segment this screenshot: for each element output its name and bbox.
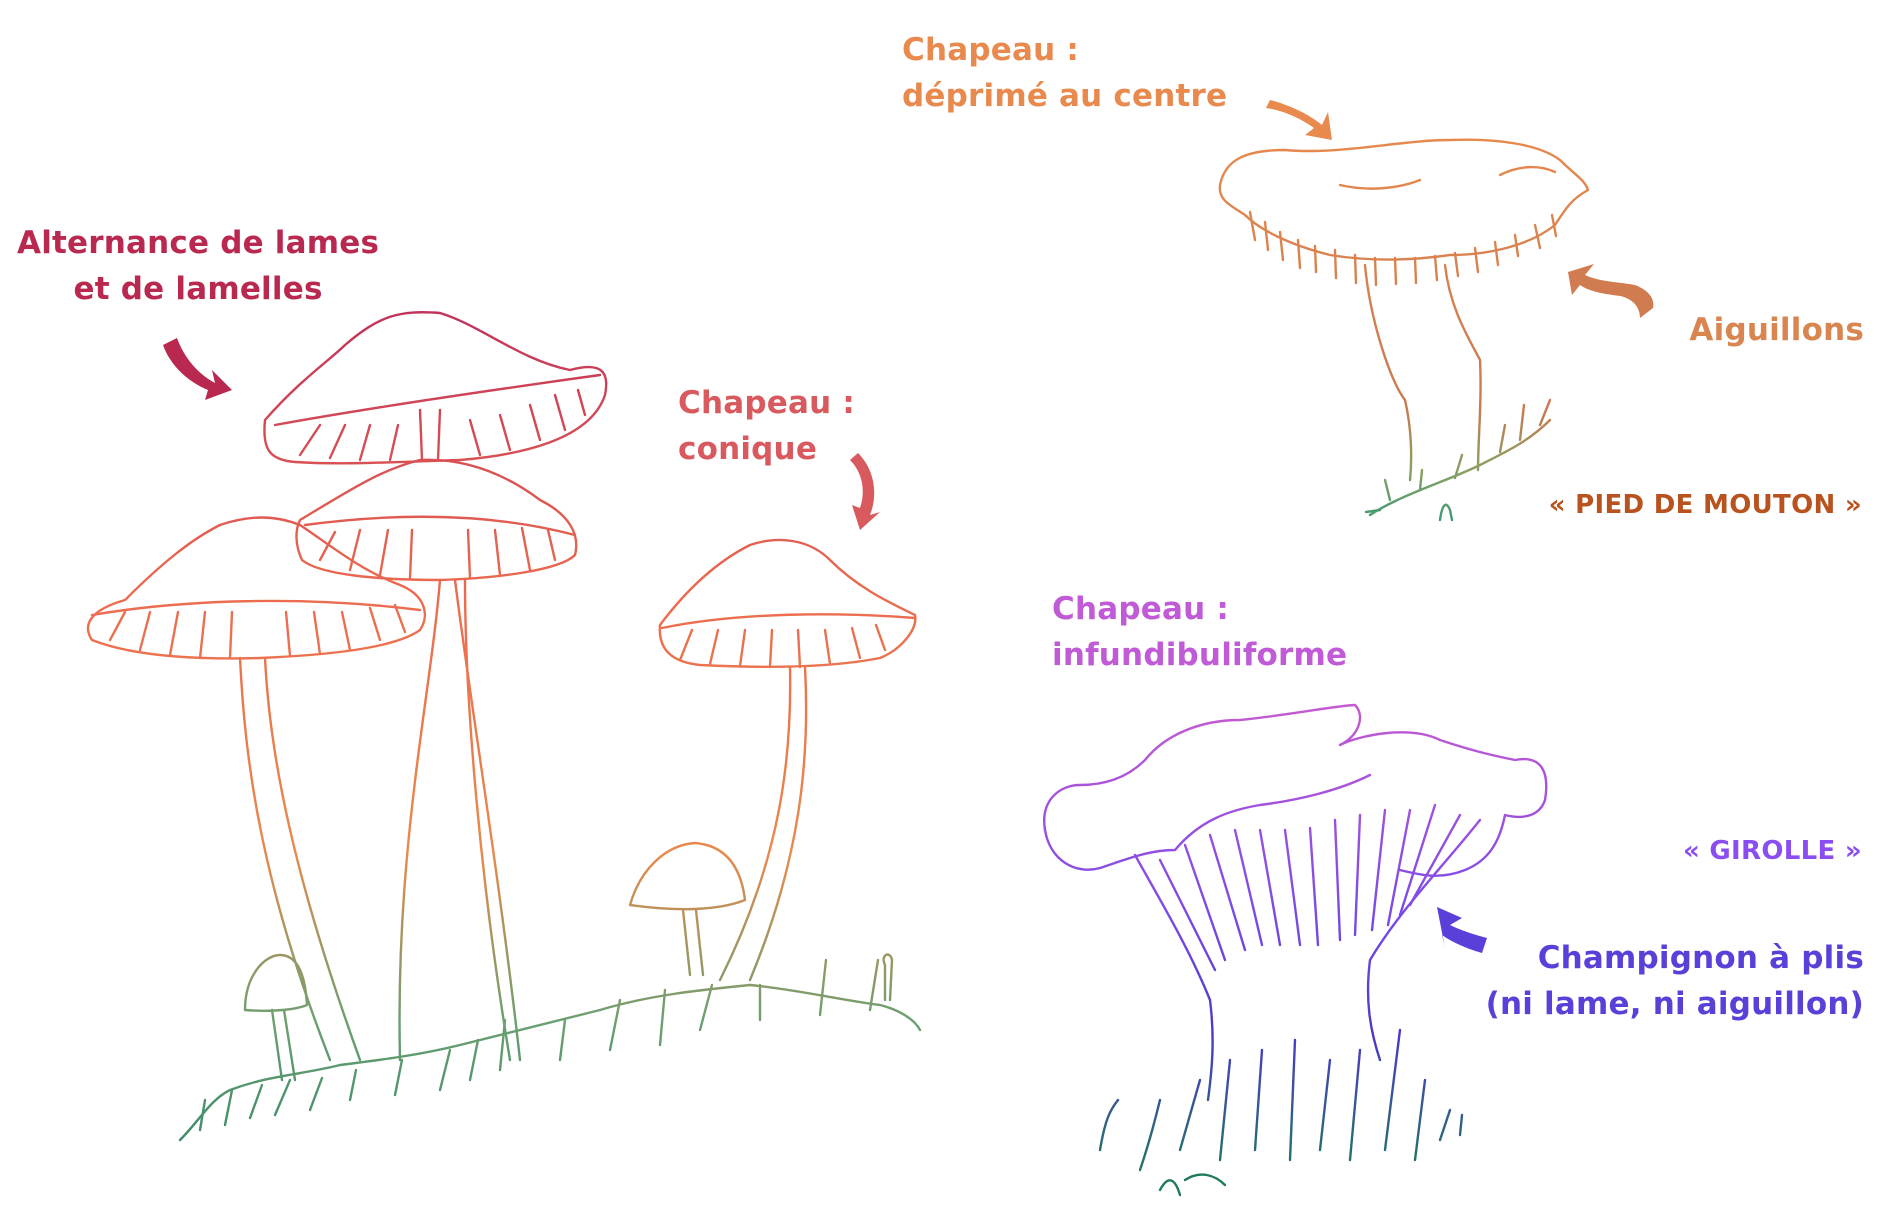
label-pied-de-mouton-text: « PIED DE MOUTON » xyxy=(1548,490,1862,520)
label-aiguillons: Aiguillons xyxy=(1689,307,1864,353)
lamelles-mushroom-cluster xyxy=(86,311,922,1142)
label-plis-line1: Champignon à plis xyxy=(1537,940,1864,976)
plis-arrow-icon xyxy=(1437,907,1487,953)
label-girolle-text: « GIROLLE » xyxy=(1682,836,1862,866)
label-chapeau-conique: Chapeau : conique xyxy=(678,380,855,472)
girolle-mushroom xyxy=(1043,703,1548,1197)
pied-de-mouton-mushroom xyxy=(1218,138,1590,522)
label-chapeau-infundibuliforme: Chapeau : infundibuliforme xyxy=(1052,586,1347,678)
label-deprime-line1: Chapeau : xyxy=(902,32,1079,68)
label-infundibuliforme-line2: infundibuliforme xyxy=(1052,637,1348,673)
label-conique-line1: Chapeau : xyxy=(678,385,855,421)
deprime-arrow-icon xyxy=(1266,100,1332,140)
label-lamelles-line1: Alternance de lames xyxy=(17,225,380,261)
lamelles-arrow-icon xyxy=(163,338,232,400)
label-chapeau-deprime: Chapeau : déprimé au centre xyxy=(902,27,1227,119)
label-deprime-line2: déprimé au centre xyxy=(902,78,1228,114)
label-infundibuliforme-line1: Chapeau : xyxy=(1052,591,1229,627)
label-aiguillons-text: Aiguillons xyxy=(1689,312,1864,348)
label-champignon-a-plis: Champignon à plis (ni lame, ni aiguillon… xyxy=(1486,935,1864,1027)
label-girolle: « GIROLLE » xyxy=(1683,828,1862,874)
label-plis-line2: (ni lame, ni aiguillon) xyxy=(1485,986,1864,1022)
label-lamelles: Alternance de lames et de lamelles xyxy=(17,220,379,312)
label-pied-de-mouton: « PIED DE MOUTON » xyxy=(1549,482,1862,528)
conique-arrow-icon xyxy=(850,453,880,530)
label-lamelles-line2: et de lamelles xyxy=(73,271,323,307)
label-conique-line2: conique xyxy=(678,431,818,467)
aiguillons-arrow-icon xyxy=(1568,264,1654,318)
